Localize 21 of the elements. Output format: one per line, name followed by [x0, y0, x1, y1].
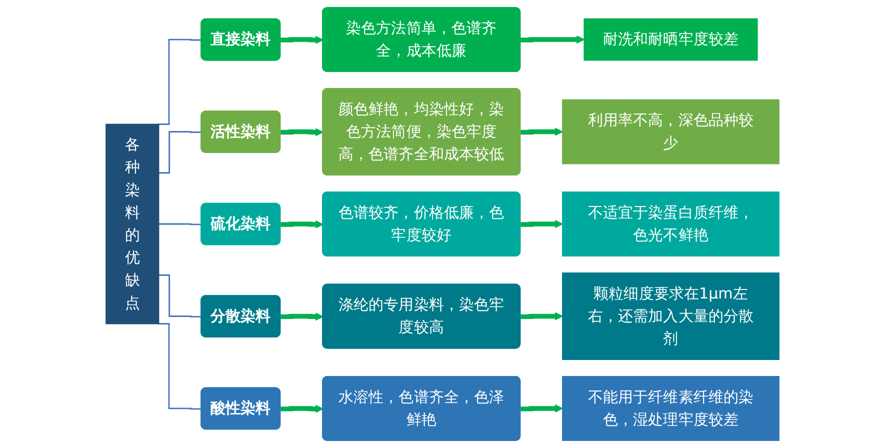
node-box: 颗粒细度要求在1μm左右，还需加入大量的分散剂 — [562, 272, 780, 360]
connector — [158, 223, 202, 226]
connector — [158, 131, 202, 174]
arrow — [280, 128, 324, 136]
arrow — [520, 35, 585, 44]
arrow — [280, 404, 324, 413]
connector — [158, 274, 202, 318]
connector — [158, 323, 202, 410]
arrow — [520, 128, 563, 136]
connector — [158, 38, 202, 125]
arrow — [280, 220, 324, 229]
arrow — [520, 404, 563, 413]
node-box: 耐洗和耐晒牢度较差 — [584, 18, 758, 61]
node-box: 各种染料的优缺点 — [106, 124, 160, 324]
node-box: 不能用于纤维素纤维的染色，湿处理牢度较差 — [562, 376, 780, 441]
node-box: 利用率不高，深色品种较少 — [562, 99, 780, 164]
node-box: 不适宜于染蛋白质纤维，色光不鲜艳 — [562, 192, 780, 256]
arrow — [280, 312, 324, 321]
arrow — [520, 312, 563, 320]
arrow — [280, 36, 324, 44]
arrow — [520, 220, 563, 228]
